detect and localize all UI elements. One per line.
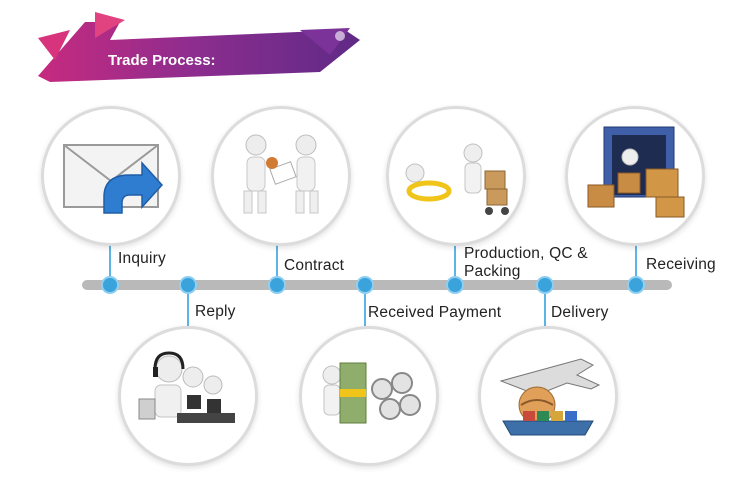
handshake-contract-icon xyxy=(211,106,351,246)
money-gears-icon xyxy=(299,326,439,466)
step-label-packing: Packing xyxy=(464,263,521,280)
stem-delivery xyxy=(544,290,546,326)
stem-production xyxy=(454,243,456,281)
call-center-icon xyxy=(118,326,258,466)
timeline-dot-production xyxy=(446,276,464,294)
timeline-dot-payment xyxy=(356,276,374,294)
step-label-inquiry: Inquiry xyxy=(118,250,166,267)
stem-reply xyxy=(187,290,189,326)
timeline-dot-receiving xyxy=(627,276,645,294)
ring-boxes-icon xyxy=(386,106,526,246)
step-label-delivery: Delivery xyxy=(551,304,609,321)
banner-title: Trade Process: xyxy=(108,52,216,69)
container-boxes-icon xyxy=(565,106,705,246)
step-label-contract: Contract xyxy=(284,257,345,274)
title-banner: Trade Process: xyxy=(0,0,750,110)
stem-contract xyxy=(276,243,278,281)
step-label-reply: Reply xyxy=(195,303,236,320)
step-label-receiving: Receiving xyxy=(646,256,716,273)
timeline-dot-contract xyxy=(268,276,286,294)
timeline-bar xyxy=(82,280,672,290)
banner-ribbon xyxy=(38,12,360,82)
step-label-received-payment: Received Payment xyxy=(368,304,502,321)
timeline-dot-reply xyxy=(179,276,197,294)
envelope-reply-icon xyxy=(41,106,181,246)
stem-payment xyxy=(364,290,366,326)
plane-ship-globe-icon xyxy=(478,326,618,466)
step-label-production: Production, QC & xyxy=(464,245,588,262)
stem-receiving xyxy=(635,243,637,281)
stem-inquiry xyxy=(109,243,111,281)
timeline-dot-inquiry xyxy=(101,276,119,294)
timeline-dot-delivery xyxy=(536,276,554,294)
